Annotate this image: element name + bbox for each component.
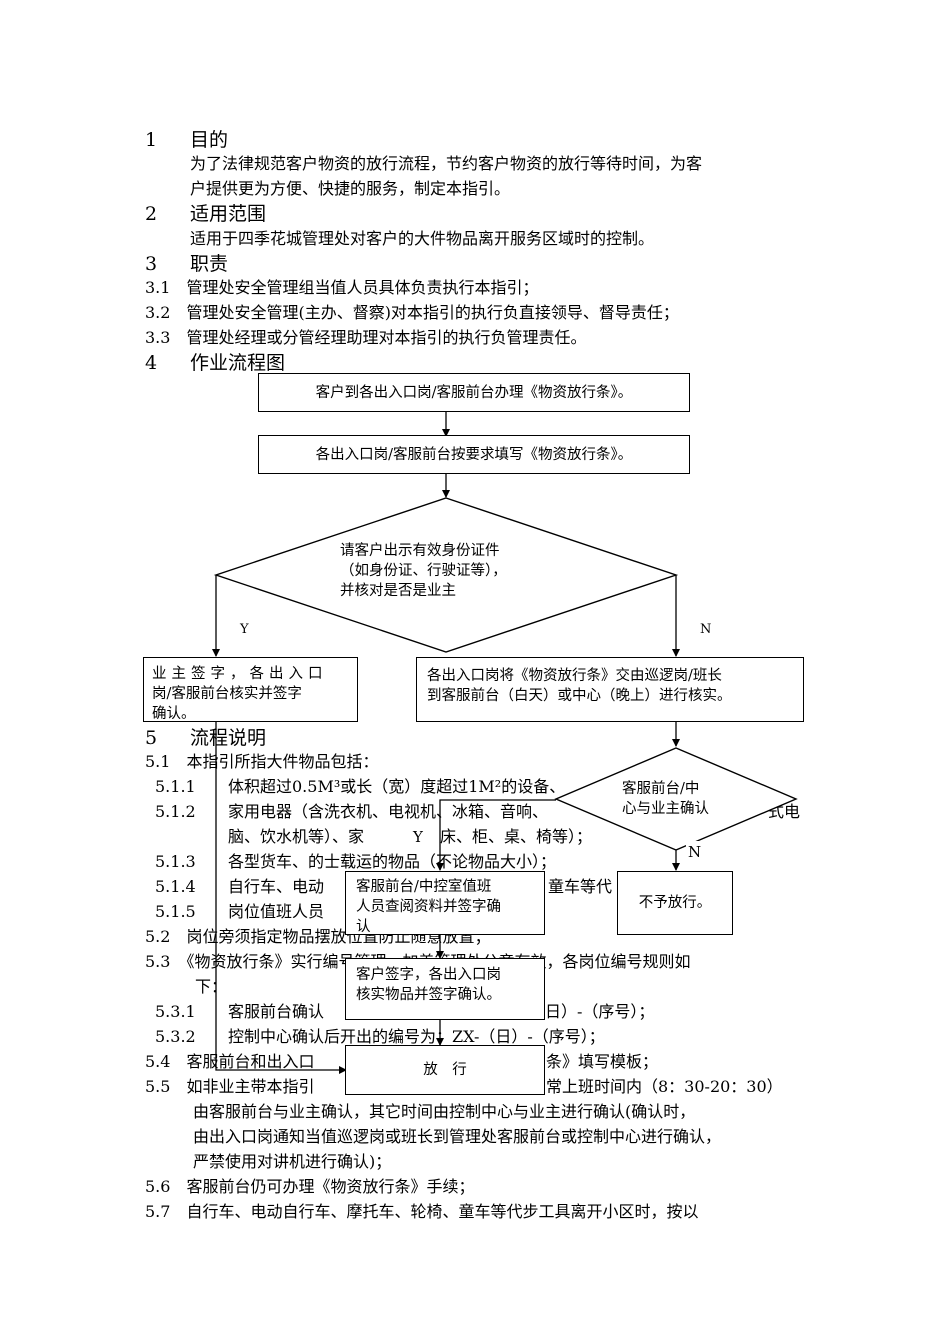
decision-diamond-identity (213, 497, 679, 653)
line-5-3-1-number: 5.3.1 (155, 1002, 196, 1021)
section-1-body-line1: 为了法律规范客户物资的放行流程，节约客户物资的放行等待时间，为客 (190, 154, 703, 173)
flow-box-customer-sign: 客户签字，各出入口岗 核实物品并签字确认。 (345, 958, 545, 1020)
line-5-3-1-a: 客服前台确认 (228, 1002, 325, 1021)
line-5-5-b: 常上班时间内（8：30-20：30） (546, 1077, 783, 1096)
label-no-2: N (686, 841, 704, 863)
line-5-3-2-number: 5.3.2 (155, 1027, 196, 1046)
diamond1-line3: 并核对是否是业主 (340, 583, 456, 599)
label-yes-1: Y (240, 622, 249, 637)
owner-sign-line2: 岗/客服前台核实并签字 (152, 686, 302, 702)
section-3-number: 3 (145, 253, 158, 275)
line-5-5-a: 5.5 如非业主带本指引 (145, 1077, 315, 1096)
flow-box-patrol-verify: 各出入口岗将《物资放行条》交由巡逻岗/班长 到客服前台（白天）或中心（晚上）进行… (416, 657, 804, 722)
line-5-1-2-a: 家用电器（含洗衣机、电视机、冰箱、音响、 (228, 802, 549, 821)
line-5-1-4-a: 自行车、电动 (228, 877, 325, 896)
section-4-title: 作业流程图 (190, 352, 286, 374)
section-3-item-3: 3.3 管理处经理或分管经理助理对本指引的执行负管理责任。 (145, 328, 587, 347)
label-yes-2: Y (411, 826, 425, 848)
line-5-1-5: 岗位值班人员 (228, 902, 325, 921)
patrol-verify-line2: 到客服前台（白天）或中心（晚上）进行核实。 (427, 688, 732, 704)
line-5-5-d: 由出入口岗通知当值巡逻岗或班长到管理处客服前台或控制中心进行确认， (193, 1127, 722, 1146)
line-5-1: 5.1 本指引所指大件物品包括： (145, 752, 379, 771)
line-5-1-3-number: 5.1.3 (155, 852, 196, 871)
diamond1-line2: （如身份证、行驶证等）， (340, 563, 507, 579)
flow-box-reject: 不予放行。 (617, 871, 733, 935)
line-5-3-2: 控制中心确认后开出的编号为：ZX-（日）-（序号）； (228, 1027, 605, 1046)
decision-diamond-confirm (554, 747, 798, 851)
section-3-item-2: 3.2 管理处安全管理(主办、督察)对本指引的执行负直接领导、督导责任； (145, 303, 679, 322)
section-3-item-1: 3.1 管理处安全管理组当值人员具体负责执行本指引； (145, 278, 539, 297)
line-5-3-1-b: 日）-（序号）； (545, 1002, 655, 1021)
line-5-1-1-number: 5.1.1 (155, 777, 196, 796)
section-2-title: 适用范围 (190, 203, 267, 225)
line-5-1-4-number: 5.1.4 (155, 877, 196, 896)
section-5-number: 5 (145, 727, 158, 749)
diamond2-line2: 心与业主确认 (622, 801, 709, 817)
line-5-6: 5.6 客服前台仍可办理《物资放行条》手续； (145, 1177, 475, 1196)
flow-box-release: 放 行 (345, 1045, 545, 1095)
patrol-verify-line1: 各出入口岗将《物资放行条》交由巡逻岗/班长 (427, 668, 722, 684)
line-5-3-b: 下： (195, 977, 228, 996)
section-1-number: 1 (145, 129, 158, 151)
line-5-5-e: 严禁使用对讲机进行确认)； (193, 1152, 392, 1171)
line-5-1-5-number: 5.1.5 (155, 902, 196, 921)
section-1-title: 目的 (190, 129, 229, 151)
section-5-title: 流程说明 (190, 727, 267, 749)
flow-box-owner-sign: 业主签字，各出入口 岗/客服前台核实并签字 确认。 (143, 657, 358, 722)
flow-box-apply: 客户到各出入口岗/客服前台办理《物资放行条》。 (258, 373, 690, 412)
label-no-1: N (700, 622, 712, 637)
section-2-body: 适用于四季花城管理处对客户的大件物品离开服务区域时的控制。 (190, 229, 655, 248)
control-verify-line2: 人员查阅资料并签字确 (356, 899, 501, 915)
section-4-number: 4 (145, 352, 158, 374)
line-5-1-2-number: 5.1.2 (155, 802, 196, 821)
line-5-1-2-d: 床、柜、桌、椅等）； (440, 827, 593, 846)
line-5-4-b: 条》填写模板； (546, 1052, 659, 1071)
customer-sign-line2: 核实物品并签字确认。 (356, 987, 501, 1003)
line-5-1-2-c: 脑、饮水机等）、家 (228, 827, 365, 846)
section-1-body-line2: 户提供更为方便、快捷的服务，制定本指引。 (190, 179, 511, 198)
flow-box-fill: 各出入口岗/客服前台按要求填写《物资放行条》。 (258, 435, 690, 474)
line-5-7: 5.7 自行车、电动自行车、摩托车、轮椅、童车等代步工具离开小区时，按以 (145, 1202, 699, 1221)
section-3-title: 职责 (190, 253, 229, 275)
owner-sign-line1: 业主签字，各出入口 (152, 666, 328, 682)
diamond2-line1: 客服前台/中 (622, 781, 700, 797)
owner-sign-line3: 确认。 (152, 706, 196, 722)
diamond1-line1: 请客户出示有效身份证件 (340, 543, 500, 559)
line-5-4-a: 5.4 客服前台和出入口 (145, 1052, 315, 1071)
customer-sign-line1: 客户签字，各出入口岗 (356, 967, 501, 983)
section-2-number: 2 (145, 203, 158, 225)
line-5-1-1: 体积超过0.5M³或长（宽）度超过1M²的设备、 (228, 777, 566, 796)
line-5-5-c: 由客服前台与业主确认，其它时间由控制中心与业主进行确认(确认时， (193, 1102, 696, 1121)
line-5-1-4-b: 童车等代 (548, 877, 613, 896)
control-verify-line3: 认 (356, 919, 371, 935)
line-5-1-3: 各型货车、的士载运的物品（不论物品大小）； (228, 852, 557, 871)
control-verify-line1: 客服前台/中控室值班 (356, 879, 492, 895)
flow-box-control-verify: 客服前台/中控室值班 人员查阅资料并签字确 认 (345, 871, 545, 935)
